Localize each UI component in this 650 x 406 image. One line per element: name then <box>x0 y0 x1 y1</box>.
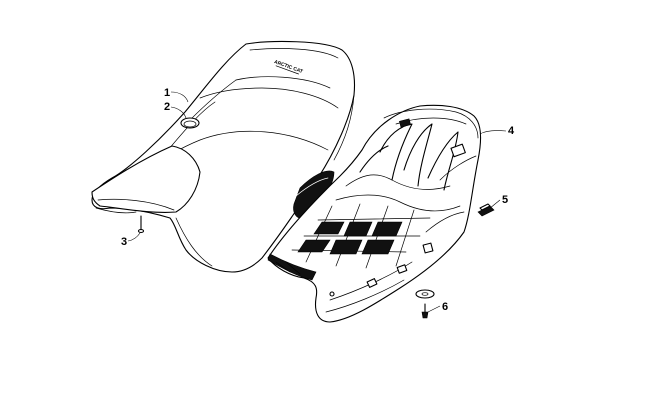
callout-5-label: 5 <box>502 194 508 206</box>
callout-4-label: 4 <box>508 125 515 137</box>
callout-3-label: 3 <box>121 236 127 248</box>
seat-badge <box>180 117 200 129</box>
callout-6-label: 6 <box>442 301 448 313</box>
screw-and-washer <box>415 289 435 319</box>
callout-6: 6 <box>427 301 448 313</box>
callout-2-label: 2 <box>164 101 170 113</box>
seat-assembly: ARCTIC CAT <box>91 40 356 273</box>
push-rivet <box>137 215 145 234</box>
callout-5: 5 <box>489 194 508 209</box>
callout-1: 1 <box>164 87 189 103</box>
callout-2: 2 <box>164 101 187 119</box>
clip <box>477 203 495 217</box>
callout-1-label: 1 <box>164 87 170 99</box>
callout-4: 4 <box>479 125 515 137</box>
seat-base-tray <box>267 104 482 323</box>
callout-3: 3 <box>121 232 141 248</box>
